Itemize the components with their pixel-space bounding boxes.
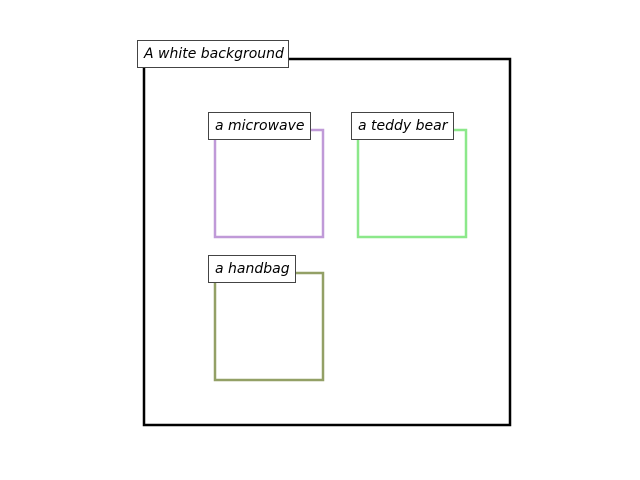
- scene-label: A white background: [137, 40, 289, 68]
- teddy-bear-label-text: a teddy bear: [358, 118, 449, 134]
- teddy-bear-box: [356, 128, 468, 239]
- scene-frame: [142, 57, 512, 427]
- handbag-label: a handbag: [208, 255, 296, 283]
- microwave-box: [213, 128, 325, 239]
- microwave-label-text: a microwave: [215, 118, 305, 134]
- microwave-label: a microwave: [208, 112, 311, 140]
- teddy-bear-label: a teddy bear: [351, 112, 454, 140]
- handbag-label-text: a handbag: [215, 261, 290, 277]
- handbag-box: [213, 271, 325, 382]
- scene-label-text: A white background: [143, 46, 284, 62]
